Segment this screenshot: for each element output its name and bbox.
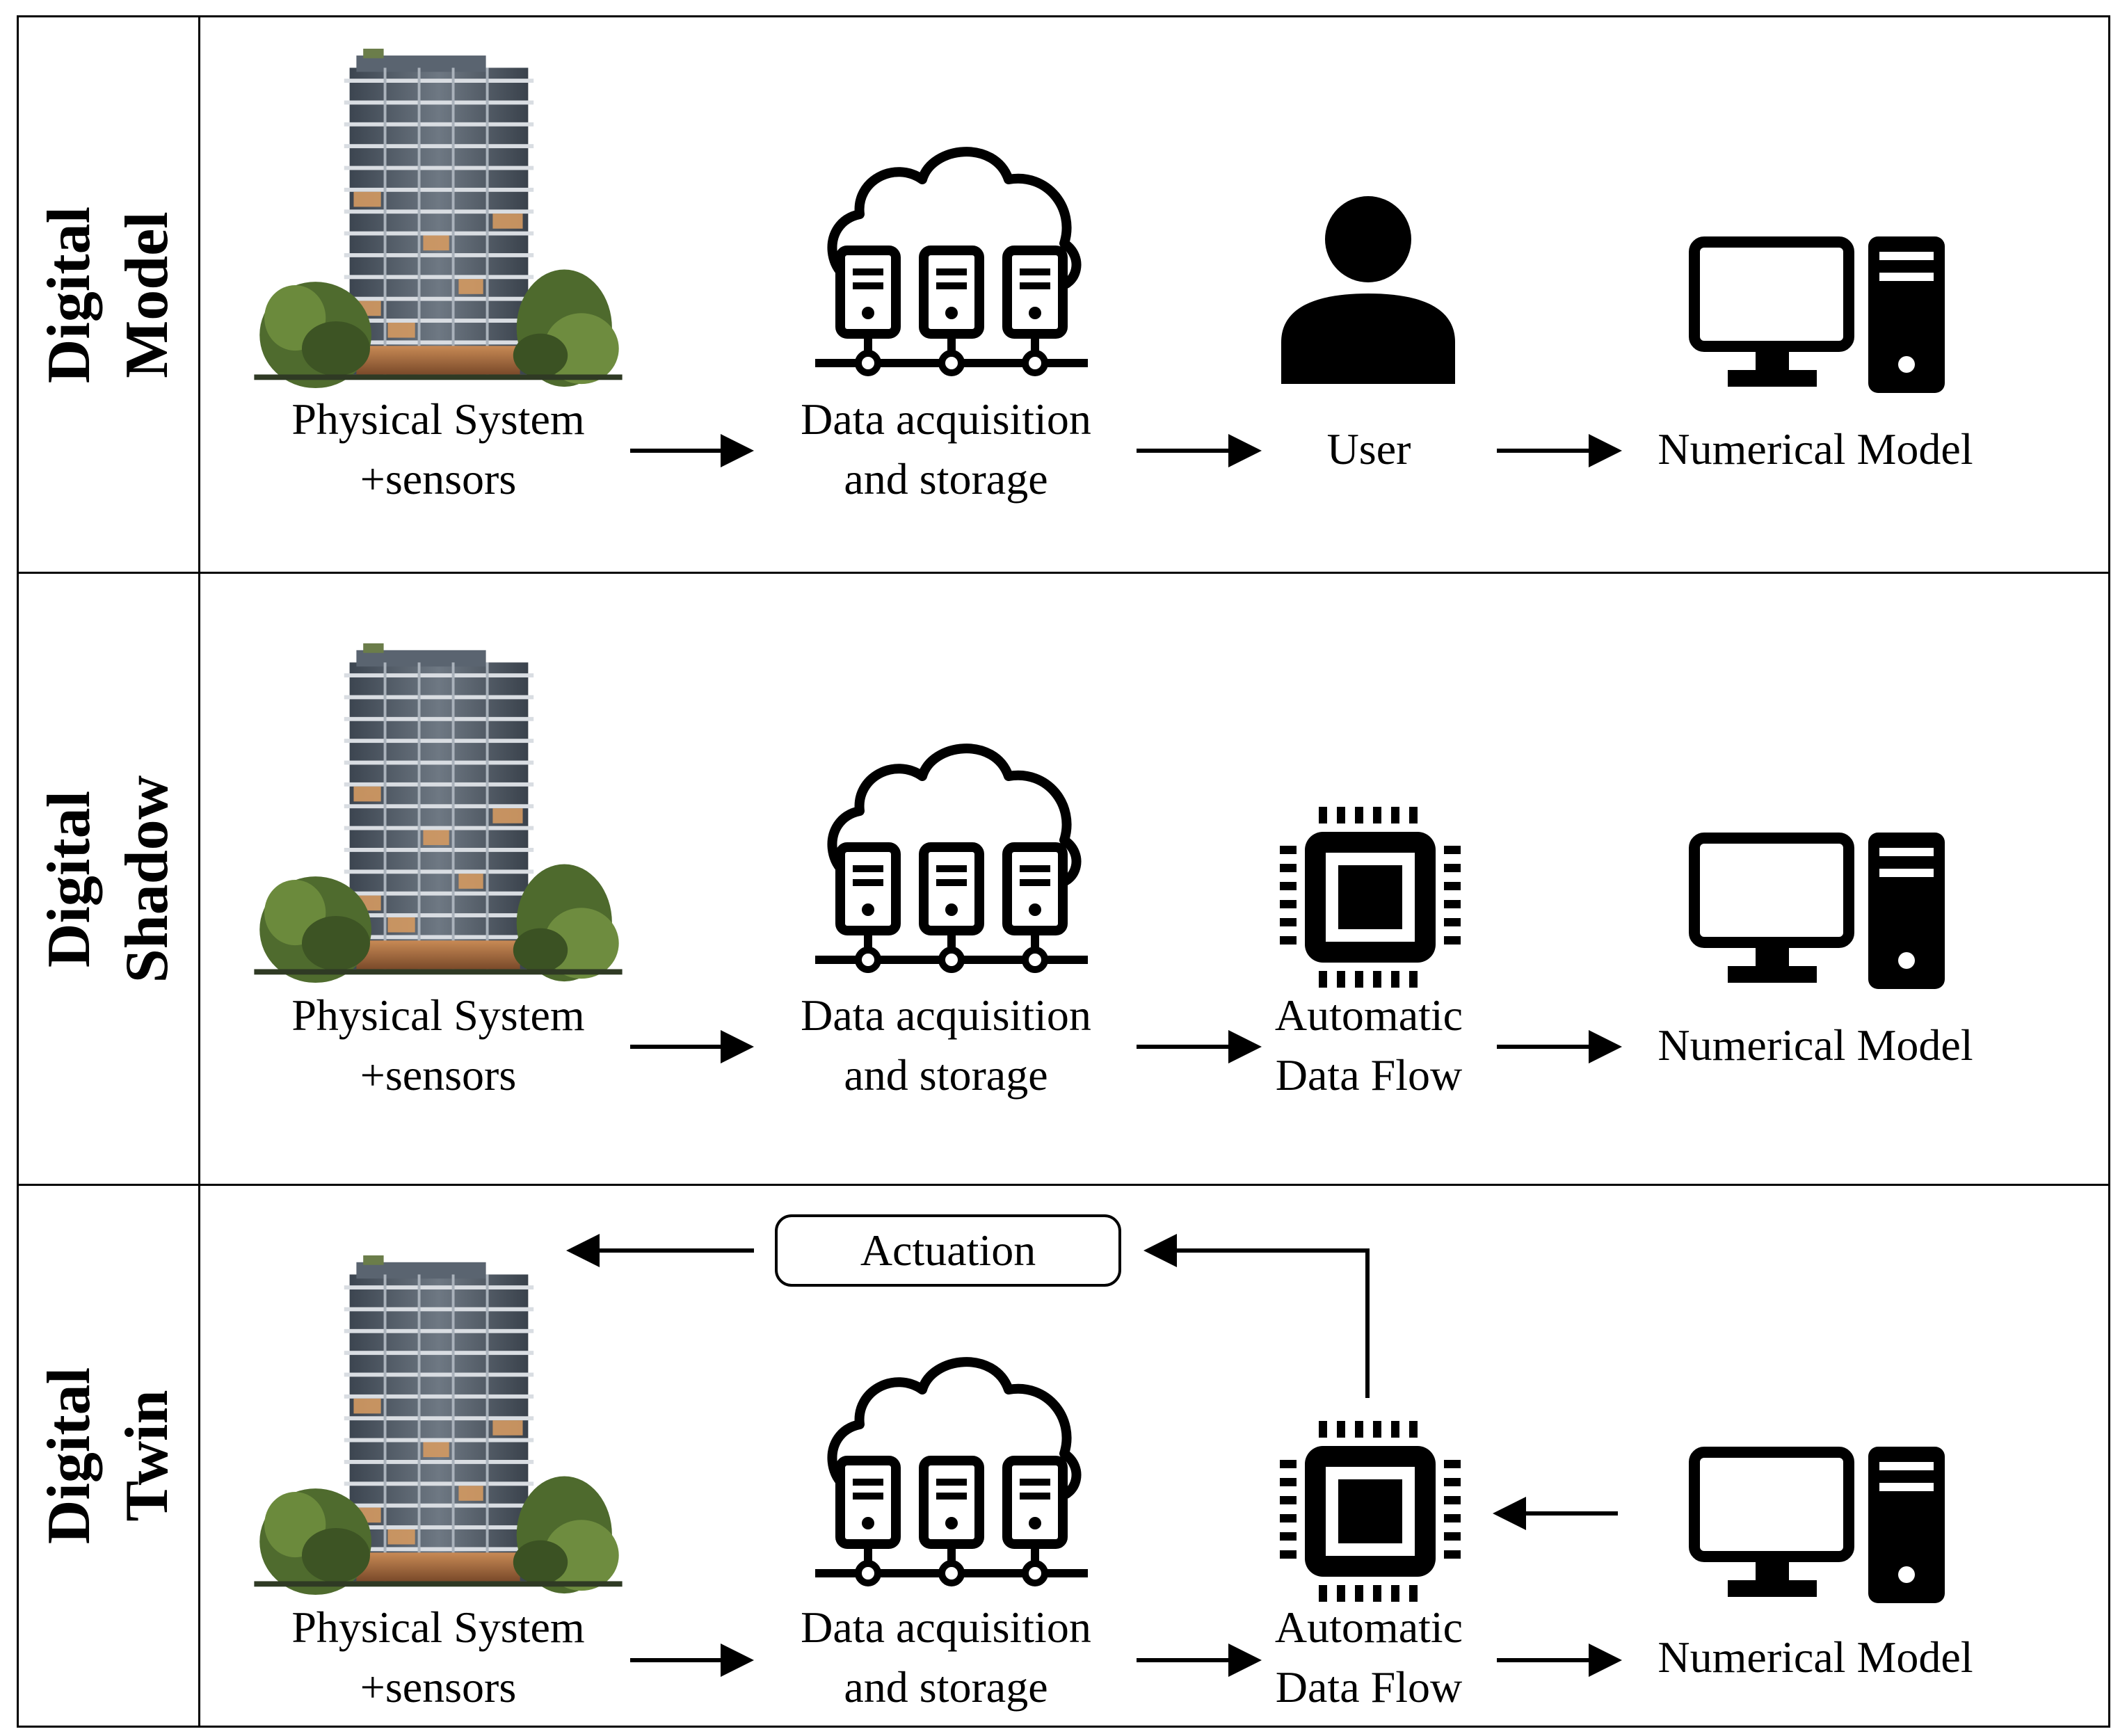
automatic-data-flow-caption: Automatic Data Flow: [1230, 1598, 1508, 1717]
data-storage-caption: Data acquisition and storage: [737, 986, 1155, 1105]
caption-line1: Numerical Model: [1658, 1632, 1973, 1682]
physical-system-caption: Physical System +sensors: [230, 1598, 647, 1717]
caption-line1: Automatic: [1274, 1602, 1463, 1652]
numerical-model-caption: Numerical Model: [1600, 1015, 2031, 1075]
row-label-cell: Digital Model: [19, 17, 200, 572]
caption-line1: Numerical Model: [1658, 1020, 1973, 1070]
user-caption: User: [1230, 419, 1508, 479]
row-label-cell: Digital Shadow: [19, 574, 200, 1184]
caption-line1: Data acquisition: [801, 1602, 1091, 1652]
caption-line1: Physical System: [291, 990, 585, 1040]
caption-line2: and storage: [844, 1662, 1048, 1712]
caption-line2: and storage: [844, 1050, 1048, 1100]
caption-line2: +sensors: [360, 1050, 517, 1100]
row-digital-twin: Digital Twin: [17, 1184, 2110, 1728]
numerical-model-caption: Numerical Model: [1600, 1628, 2031, 1687]
data-storage-caption: Data acquisition and storage: [737, 1598, 1155, 1717]
automatic-data-flow-caption: Automatic Data Flow: [1230, 986, 1508, 1105]
caption-line2: and storage: [844, 454, 1048, 504]
caption-line2: Data Flow: [1275, 1050, 1463, 1100]
physical-system-caption: Physical System +sensors: [230, 389, 647, 509]
arrow-icon: [1143, 1234, 1370, 1398]
caption-line2: +sensors: [360, 454, 517, 504]
caption-line1: Physical System: [291, 394, 585, 444]
caption-line1: Data acquisition: [801, 394, 1091, 444]
caption-line1: Data acquisition: [801, 990, 1091, 1040]
caption-line1: Automatic: [1274, 990, 1463, 1040]
caption-line1: User: [1326, 424, 1411, 474]
actuation-label: Actuation: [860, 1225, 1036, 1275]
actuation-box: Actuation: [775, 1214, 1121, 1287]
data-storage-caption: Data acquisition and storage: [737, 389, 1155, 509]
caption-line2: Data Flow: [1275, 1662, 1463, 1712]
caption-line1: Physical System: [291, 1602, 585, 1652]
physical-system-caption: Physical System +sensors: [230, 986, 647, 1105]
row-label-cell: Digital Twin: [19, 1186, 200, 1726]
numerical-model-caption: Numerical Model: [1600, 419, 2031, 479]
row-digital-model: Digital Model: [17, 15, 2110, 572]
caption-line2: +sensors: [360, 1662, 517, 1712]
caption-line1: Numerical Model: [1658, 424, 1973, 474]
row-digital-shadow: Digital Shadow: [17, 572, 2110, 1184]
